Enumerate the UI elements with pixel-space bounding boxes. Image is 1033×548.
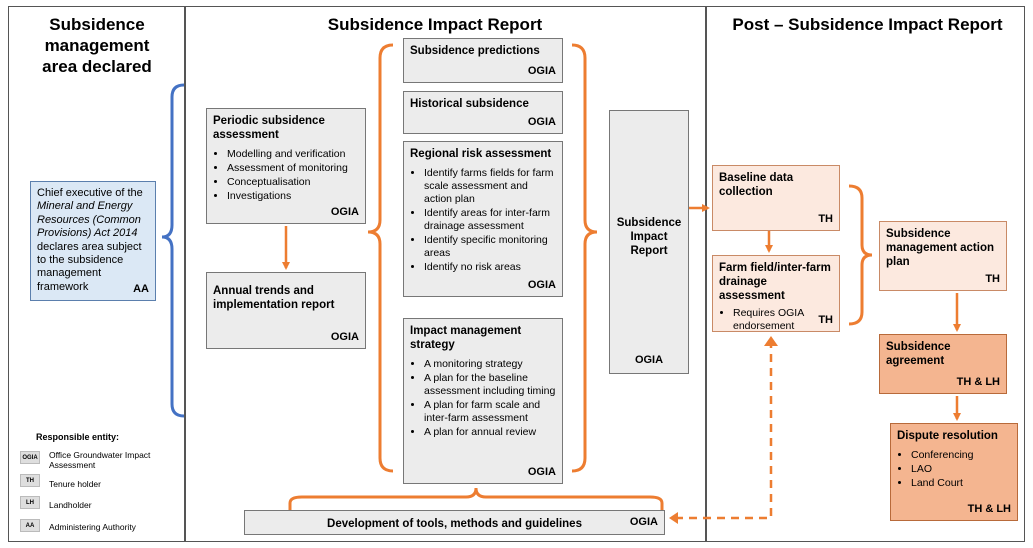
periodic-assessment-box: Periodic subsidence assessment Modelling…: [206, 108, 366, 224]
historical-title: Historical subsidence: [410, 98, 529, 110]
list-item: A monitoring strategy: [424, 358, 556, 371]
action-tag: TH: [985, 273, 1000, 285]
agreement-tag: TH & LH: [956, 376, 1000, 388]
predictions-tag: OGIA: [527, 65, 556, 77]
list-item: Conceptualisation: [227, 176, 359, 189]
periodic-tag: OGIA: [330, 206, 359, 218]
impact-strategy-box: Impact management strategy A monitoring …: [403, 318, 563, 484]
list-item: LAO: [911, 463, 1011, 476]
legend-label: Tenure holder: [49, 479, 101, 489]
list-item: Identify areas for inter-farm drainage a…: [424, 207, 556, 233]
impact-title: Impact management strategy: [410, 325, 522, 351]
baseline-box: Baseline data collection TH: [712, 165, 840, 231]
declaration-brace: [161, 83, 185, 418]
regional-title: Regional risk assessment: [410, 148, 552, 160]
agreement-box: Subsidence agreement TH & LH: [879, 334, 1007, 394]
heading-declaration: Subsidence management area declared: [42, 15, 152, 76]
annual-title: Annual trends and implementation report: [213, 285, 335, 311]
legend-label: Administering Authority: [49, 522, 136, 532]
list-item: A plan for farm scale and inter-farm ass…: [424, 399, 556, 425]
list-item: Land Court: [911, 477, 1011, 490]
action-plan-box: Subsidence management action plan TH: [879, 221, 1007, 291]
legend-label: Landholder: [49, 500, 92, 510]
dashed-farm-to-tools: [672, 340, 773, 520]
dispute-list: Conferencing LAO Land Court: [897, 449, 1011, 490]
dispute-title: Dispute resolution: [897, 430, 998, 442]
farm-drainage-box: Farm field/inter-farm drainage assessmen…: [712, 255, 840, 332]
historical-box: Historical subsidence OGIA: [403, 91, 563, 134]
sir-tag: OGIA: [634, 354, 664, 366]
periodic-list: Modelling and verification Assessment of…: [213, 148, 359, 203]
legend-title: Responsible entity:: [36, 432, 120, 442]
impact-report-box: Subsidence Impact Report OGIA: [609, 110, 689, 374]
chief-line1: Chief executive of the: [37, 187, 143, 199]
farm-title: Farm field/inter-farm drainage assessmen…: [719, 262, 831, 302]
impact-list: A monitoring strategy A plan for the bas…: [410, 358, 556, 439]
regional-tag: OGIA: [527, 279, 556, 291]
panel-post-report: [706, 6, 1025, 542]
predictions-box: Subsidence predictions OGIA: [403, 38, 563, 83]
regional-risk-box: Regional risk assessment Identify farms …: [403, 141, 563, 297]
tools-box: Development of tools, methods and guidel…: [244, 510, 665, 535]
list-item: Identify specific monitoring areas: [424, 234, 556, 260]
farm-tag: TH: [818, 314, 833, 326]
list-item: Assessment of monitoring: [227, 162, 359, 175]
list-item: Identify no risk areas: [424, 261, 556, 274]
list-item: Conferencing: [911, 449, 1011, 462]
panel-declaration: [8, 6, 185, 542]
baseline-tag: TH: [818, 213, 833, 225]
agreement-title: Subsidence agreement: [886, 341, 951, 367]
tools-tag: OGIA: [629, 516, 658, 528]
heading-post-report: Post – Subsidence Impact Report: [732, 15, 1003, 34]
predictions-title: Subsidence predictions: [410, 45, 540, 57]
legend-label: Office Groundwater Impact Assessment: [49, 450, 151, 470]
list-item: Investigations: [227, 190, 359, 203]
stack-brace-left: [367, 43, 394, 473]
act-title: Mineral and Energy Resources (Common Pro…: [37, 200, 141, 240]
list-item: A plan for the baseline assessment inclu…: [424, 372, 556, 398]
action-title: Subsidence management action plan: [886, 228, 994, 268]
legend: Responsible entity: OGIA Office Groundwa…: [18, 432, 178, 540]
periodic-title: Periodic subsidence assessment: [213, 115, 325, 141]
dispute-tag: TH & LH: [967, 503, 1011, 515]
farm-list: Requires OGIA endorsement: [719, 307, 833, 333]
list-item: Requires OGIA endorsement: [733, 307, 833, 333]
list-item: A plan for annual review: [424, 426, 556, 439]
stack-brace-right: [571, 43, 598, 473]
annual-report-box: Annual trends and implementation report …: [206, 272, 366, 349]
baseline-title: Baseline data collection: [719, 172, 794, 198]
sir-title: Subsidence Impact Report: [616, 217, 682, 257]
legend-code: TH: [20, 474, 40, 487]
tools-title: Development of tools, methods and guidel…: [327, 518, 582, 530]
list-item: Modelling and verification: [227, 148, 359, 161]
historical-tag: OGIA: [527, 116, 556, 128]
chief-executive-box: Chief executive of the Mineral and Energ…: [30, 181, 156, 301]
post-brace: [848, 184, 873, 326]
annual-tag: OGIA: [330, 331, 359, 343]
panel-impact-report: [185, 6, 706, 542]
tools-brace: [288, 487, 664, 510]
legend-code: AA: [20, 519, 40, 532]
legend-code: LH: [20, 496, 40, 509]
regional-list: Identify farms fields for farm scale ass…: [410, 167, 556, 274]
list-item: Identify farms fields for farm scale ass…: [424, 167, 556, 206]
heading-impact-report: Subsidence Impact Report: [327, 15, 543, 34]
dispute-box: Dispute resolution Conferencing LAO Land…: [890, 423, 1018, 521]
impact-tag: OGIA: [527, 466, 556, 478]
chief-tag: AA: [133, 282, 149, 295]
legend-code: OGIA: [20, 451, 40, 464]
chief-line2: declares area subject to the subsidence …: [37, 240, 142, 293]
